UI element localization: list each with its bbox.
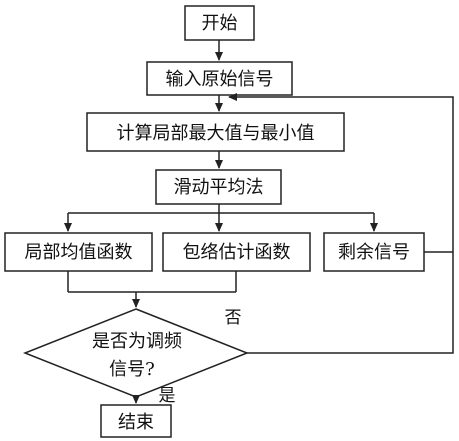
end-label: 结束 <box>118 412 154 433</box>
local-mean-box <box>4 232 153 272</box>
compute-extrema-label: 计算局部最大值与最小值 <box>117 123 315 144</box>
decision-label-line2: 信号? <box>109 359 155 380</box>
start-label: 开始 <box>202 13 238 34</box>
no-loop-line <box>228 93 454 354</box>
local-mean-label: 局部均值函数 <box>25 242 133 263</box>
input-signal-label: 输入原始信号 <box>166 69 274 90</box>
compute-extrema-box <box>86 112 345 152</box>
no-branch-label: 否 <box>225 308 242 328</box>
decision-diamond <box>22 308 250 398</box>
end-box <box>100 404 172 438</box>
envelope-label: 包络估计函数 <box>183 242 291 263</box>
residual-label: 剩余信号 <box>338 242 410 263</box>
moving-average-label: 滑动平均法 <box>174 177 264 198</box>
yes-branch-label: 是 <box>159 386 176 406</box>
decision-label-line1: 是否为调频 <box>92 331 182 352</box>
